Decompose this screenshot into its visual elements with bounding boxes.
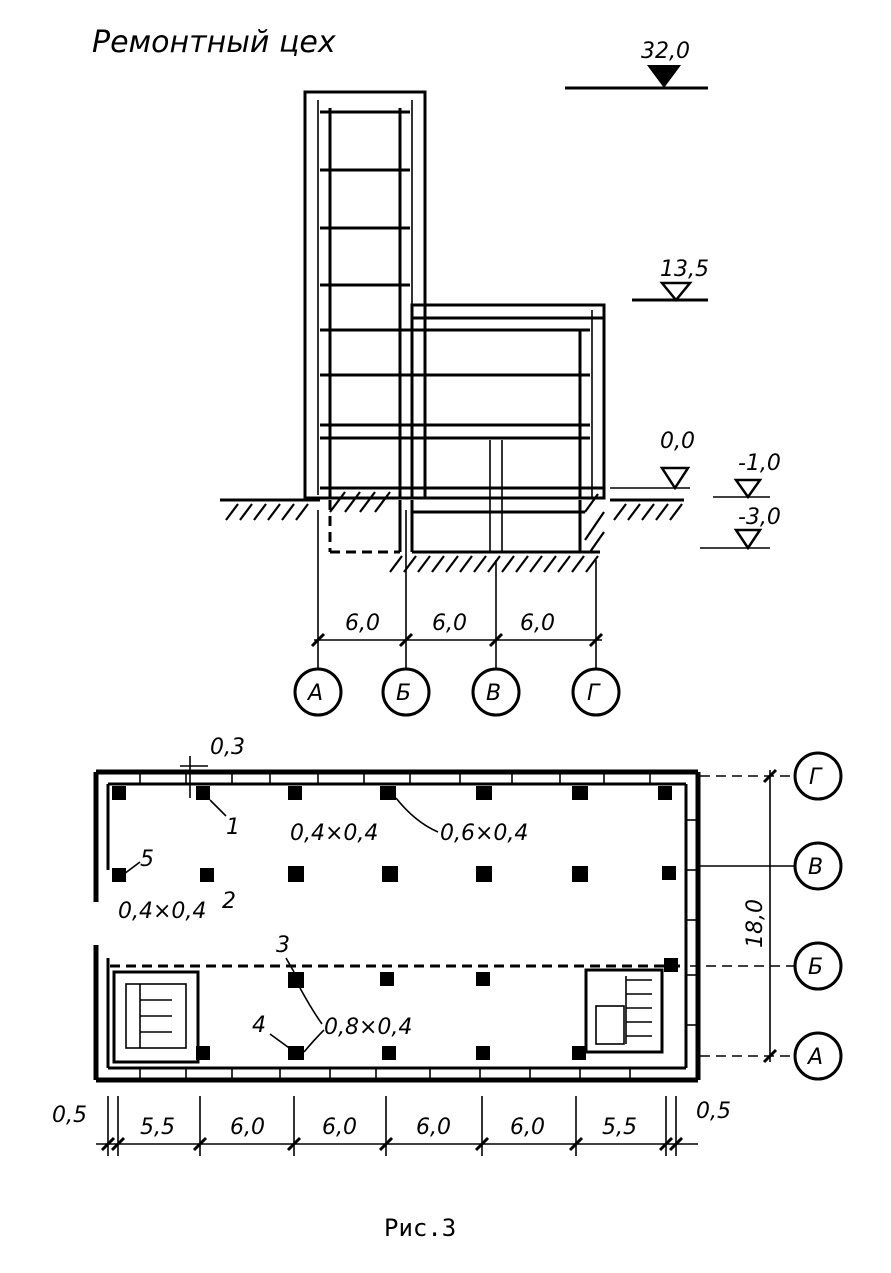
- tower-frame: [303, 90, 427, 500]
- basement: [328, 500, 600, 573]
- axis-bubble-b: Б: [381, 667, 431, 717]
- bottom-dim-2: 6,0: [230, 1115, 265, 1140]
- bottom-dim-5: 6,0: [510, 1115, 545, 1140]
- figure-caption: Рис.3: [384, 1214, 456, 1242]
- column: [662, 866, 676, 880]
- low-wing-frame: [410, 303, 606, 500]
- svg-text:А: А: [806, 1045, 823, 1070]
- section-span-2: 6,0: [432, 611, 467, 636]
- elevation-ground-mark: 0,0: [610, 429, 695, 491]
- column: [476, 972, 490, 986]
- axis-bubble-a: А: [293, 667, 343, 717]
- svg-text:-1,0: -1,0: [738, 451, 781, 476]
- section-view: 32,0 13,5 0,0 -1,0 -3,0: [220, 39, 781, 717]
- column: [476, 1046, 490, 1060]
- column: [288, 866, 304, 882]
- column: [380, 972, 394, 986]
- plan-view: 0,3 1 0,4×0,4 0,6×0,4 5 0,4×0,4 2 3 4 0,…: [52, 735, 843, 1156]
- wall-thickness-label: 0,3: [210, 735, 245, 760]
- plan-stair-right: [584, 968, 664, 1054]
- column: [288, 786, 302, 800]
- plan-axis-bubble-b: Б: [793, 941, 843, 991]
- plan-outer-walls: [93, 769, 701, 1083]
- bottom-dim-1: 5,5: [140, 1115, 175, 1140]
- column: [112, 868, 126, 882]
- plan-axis-bubble-a: А: [793, 1031, 843, 1081]
- bottom-dim-6: 5,5: [602, 1115, 637, 1140]
- column: [200, 868, 214, 882]
- marker-5: 5: [140, 847, 154, 872]
- column: [572, 1046, 586, 1060]
- drawing-title: Ремонтный цех: [92, 25, 336, 60]
- axis-bubble-g: Г: [571, 667, 621, 717]
- column: [380, 786, 396, 800]
- marker-1: 1: [226, 815, 240, 840]
- axis-bubble-v: В: [471, 667, 521, 717]
- section-axis-lines: [310, 510, 604, 668]
- bottom-dim-7: 0,5: [696, 1099, 731, 1124]
- floor-beams: [320, 328, 604, 552]
- svg-text:А: А: [306, 681, 323, 706]
- svg-text:Б: Б: [808, 955, 823, 980]
- svg-text:32,0: 32,0: [641, 39, 690, 64]
- plan-columns: [112, 786, 678, 1060]
- elevation-minus3-mark: -3,0: [700, 505, 781, 551]
- marker-4: 4: [252, 1013, 266, 1038]
- column: [288, 972, 304, 988]
- plan-axis-bubble-g: Г: [793, 751, 843, 801]
- plan-bottom-dim-line: [96, 1096, 698, 1156]
- column: [572, 866, 588, 882]
- bottom-dim-0: 0,5: [52, 1103, 87, 1128]
- elevation-roof-mark: 13,5: [632, 257, 709, 302]
- column-size-3: 0,8×0,4: [324, 1015, 412, 1040]
- column: [476, 786, 492, 800]
- plan-axis-extensions: [690, 768, 794, 1064]
- bottom-dim-3: 6,0: [322, 1115, 357, 1140]
- marker-3: 3: [276, 933, 290, 958]
- column: [112, 786, 126, 800]
- svg-text:0,0: 0,0: [660, 429, 695, 454]
- ground-line: [220, 491, 684, 553]
- svg-text:-3,0: -3,0: [738, 505, 781, 530]
- svg-text:В: В: [808, 855, 823, 880]
- column: [196, 786, 210, 800]
- column: [382, 866, 398, 882]
- column: [664, 958, 678, 972]
- column: [476, 866, 492, 882]
- svg-text:Г: Г: [809, 765, 823, 790]
- plan-width-dim: 18,0: [743, 899, 768, 948]
- section-span-1: 6,0: [345, 611, 380, 636]
- column-size-1: 0,4×0,4: [290, 821, 378, 846]
- plan-axis-bubble-v: В: [793, 841, 843, 891]
- marker-2: 2: [222, 889, 236, 914]
- column: [658, 786, 672, 800]
- svg-text:В: В: [486, 681, 501, 706]
- bottom-dim-4: 6,0: [416, 1115, 451, 1140]
- column: [382, 1046, 396, 1060]
- elevation-minus1-mark: -1,0: [713, 451, 781, 500]
- svg-text:Г: Г: [587, 681, 601, 706]
- svg-text:Б: Б: [396, 681, 411, 706]
- svg-text:13,5: 13,5: [660, 257, 709, 282]
- elevation-top-mark: 32,0: [565, 39, 708, 90]
- plan-wall-joints: [139, 772, 698, 1080]
- column-size-5: 0,4×0,4: [118, 899, 206, 924]
- column-size-2: 0,6×0,4: [440, 821, 528, 846]
- plan-stair-left: [112, 970, 200, 1064]
- column: [572, 786, 588, 800]
- section-span-3: 6,0: [520, 611, 555, 636]
